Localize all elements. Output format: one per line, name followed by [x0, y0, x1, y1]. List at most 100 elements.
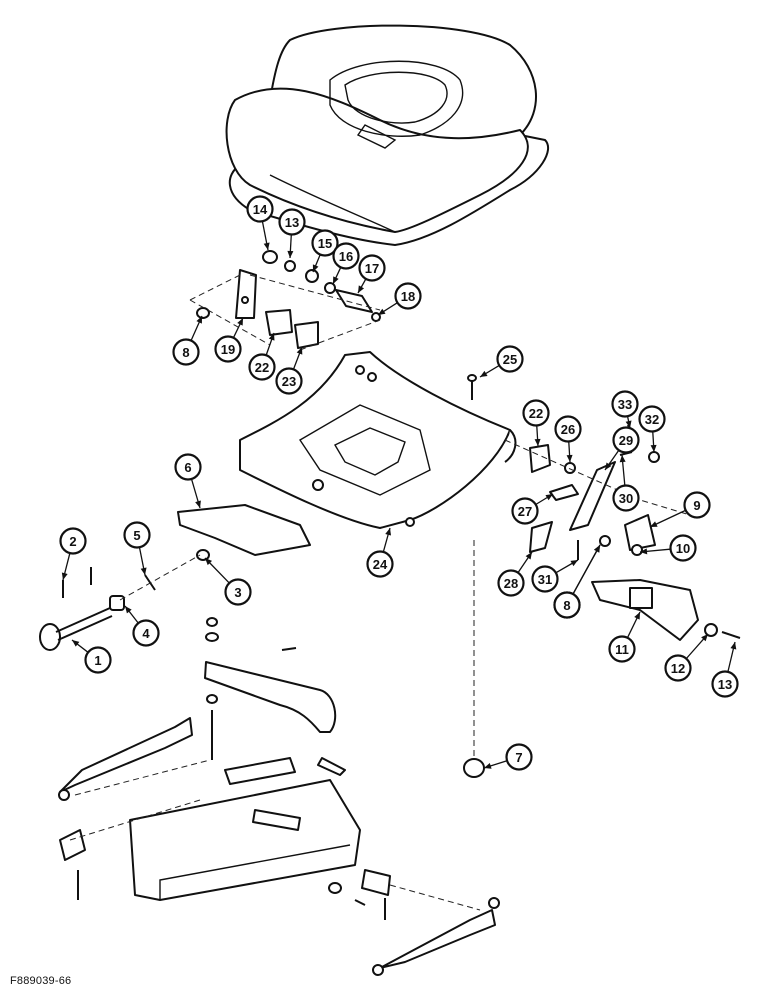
callout-16: 16: [332, 242, 360, 285]
leader-arrowhead: [625, 420, 632, 428]
callout-number: 9: [693, 498, 700, 513]
callout-number: 19: [221, 342, 235, 357]
callout-9: 9: [649, 491, 711, 528]
callout-number: 7: [515, 750, 522, 765]
callout-number: 29: [619, 433, 633, 448]
leader-arrowhead: [480, 370, 488, 377]
callout-number: 32: [645, 412, 659, 427]
bolt-25: [467, 374, 477, 400]
callout-circle: [123, 521, 151, 549]
leader-arrowhead: [730, 642, 737, 650]
callout-7: 7: [483, 743, 533, 771]
leader-arrowhead: [312, 264, 319, 272]
leader-arrowhead: [525, 552, 532, 560]
callout-11: 11: [608, 611, 641, 663]
leader-arrowhead: [358, 285, 365, 293]
callout-circle: [612, 484, 640, 512]
callout-circle: [332, 242, 360, 270]
callout-number: 11: [615, 642, 629, 657]
leader-arrowhead: [484, 763, 492, 769]
height-adjust-bracket-assembly: [504, 424, 741, 641]
callout-25: 25: [479, 345, 524, 378]
callout-number: 31: [538, 572, 552, 587]
leader-arrowhead: [140, 567, 147, 575]
callout-circle: [358, 254, 386, 282]
callout-14: 14: [246, 195, 274, 251]
callout-number: 8: [182, 345, 189, 360]
base-frame-assembly: [58, 617, 500, 976]
adjustment-knob: [39, 549, 210, 651]
callout-29: 29: [604, 426, 640, 471]
callout-circle: [511, 497, 539, 525]
seat-pan: [239, 351, 517, 529]
leader-arrowhead: [61, 572, 68, 580]
callout-number: 26: [561, 422, 575, 437]
slide-plate: [177, 504, 311, 556]
leader-arrowhead: [263, 242, 270, 250]
leader-arrowhead: [125, 606, 132, 614]
cushion-mount-hardware: [189, 250, 381, 351]
leader-arrowhead: [570, 560, 578, 567]
callout-number: 28: [504, 576, 518, 591]
leader-arrowhead: [385, 528, 392, 536]
leader-arrowhead: [605, 462, 612, 470]
leader-arrowhead: [701, 634, 708, 642]
callout-number: 6: [184, 460, 191, 475]
callout-circle: [246, 195, 274, 223]
callout-circle: [214, 335, 242, 363]
leader-arrowhead: [196, 316, 202, 324]
callout-8: 8: [172, 315, 203, 366]
callout-17: 17: [357, 254, 386, 294]
callout-circle: [531, 565, 559, 593]
callout-12: 12: [664, 633, 709, 682]
callout-circle: [522, 399, 550, 427]
callout-circle: [669, 534, 697, 562]
callout-15: 15: [311, 229, 339, 273]
callout-30: 30: [612, 454, 640, 512]
callout-circle: [505, 743, 533, 771]
callout-number: 17: [365, 261, 379, 276]
callout-3: 3: [204, 557, 252, 606]
callout-number: 22: [255, 360, 269, 375]
callout-number: 33: [618, 397, 632, 412]
callout-number: 16: [339, 249, 353, 264]
callout-18: 18: [377, 282, 422, 316]
leader-line: [572, 544, 601, 594]
callout-33: 33: [611, 390, 639, 429]
leader-arrowhead: [545, 494, 553, 501]
callout-13: 13: [278, 208, 306, 259]
callout-26: 26: [554, 415, 582, 463]
callout-circle: [553, 591, 581, 619]
leader-arrowhead: [650, 444, 657, 452]
callout-4: 4: [124, 605, 160, 647]
callout-8: 8: [553, 544, 601, 619]
callout-number: 5: [133, 528, 140, 543]
seat-cushion: [225, 24, 550, 246]
callout-number: 4: [142, 626, 150, 641]
callout-10: 10: [639, 534, 697, 562]
callout-23: 23: [275, 346, 303, 395]
callout-27: 27: [511, 493, 554, 525]
callout-number: 25: [503, 352, 517, 367]
callout-number: 27: [518, 504, 532, 519]
leader-arrowhead: [534, 438, 541, 446]
leader-arrowhead: [378, 308, 386, 315]
bumper: [463, 758, 485, 778]
callout-number: 10: [676, 541, 690, 556]
callout-22: 22: [522, 399, 550, 447]
callout-number: 22: [529, 406, 543, 421]
callout-circle: [174, 453, 202, 481]
leader-arrowhead: [205, 558, 213, 566]
callout-number: 8: [563, 598, 570, 613]
callout-circle: [59, 527, 87, 555]
callout-number: 24: [373, 557, 388, 572]
callout-circle: [612, 426, 640, 454]
callout-circle: [366, 550, 394, 578]
leader-arrowhead: [593, 545, 600, 553]
callout-circle: [611, 390, 639, 418]
callout-circle: [711, 670, 739, 698]
callout-number: 12: [671, 661, 685, 676]
leader-arrowhead: [296, 347, 303, 355]
callout-number: 30: [619, 491, 633, 506]
